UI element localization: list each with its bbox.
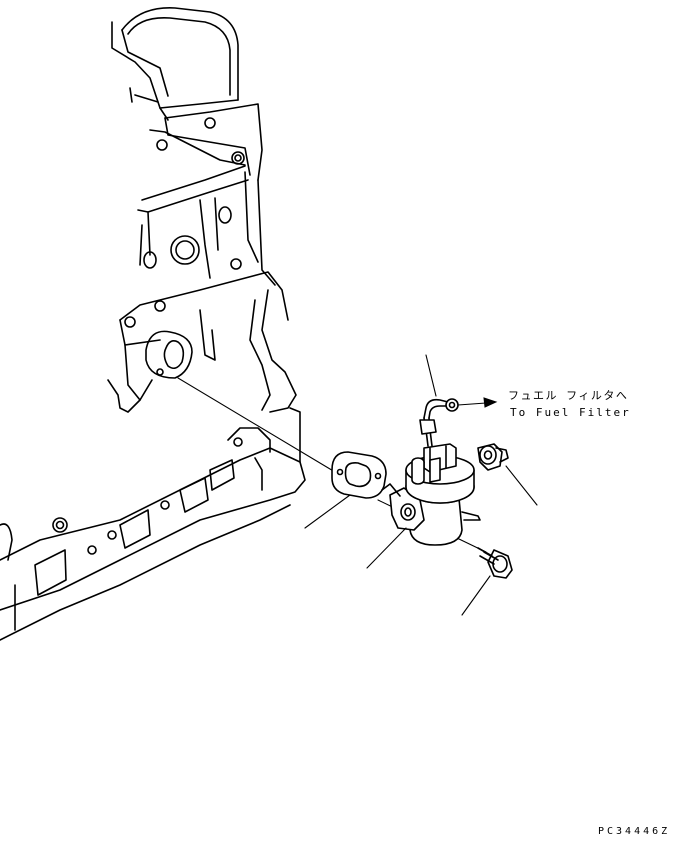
fuel-pipe — [419, 398, 459, 447]
banjo-bolt — [477, 547, 513, 579]
jp-destination-label: フュエル フィルタへ — [508, 389, 628, 402]
alignment-line — [177, 377, 336, 473]
engine-block — [0, 7, 306, 641]
elbow-fitting — [477, 443, 509, 471]
en-destination-label: To Fuel Filter — [510, 406, 631, 419]
drawing-number: PC34446Z — [598, 826, 670, 837]
fuel-pump — [381, 443, 481, 546]
leader-lines — [304, 354, 538, 616]
gasket — [331, 451, 387, 499]
